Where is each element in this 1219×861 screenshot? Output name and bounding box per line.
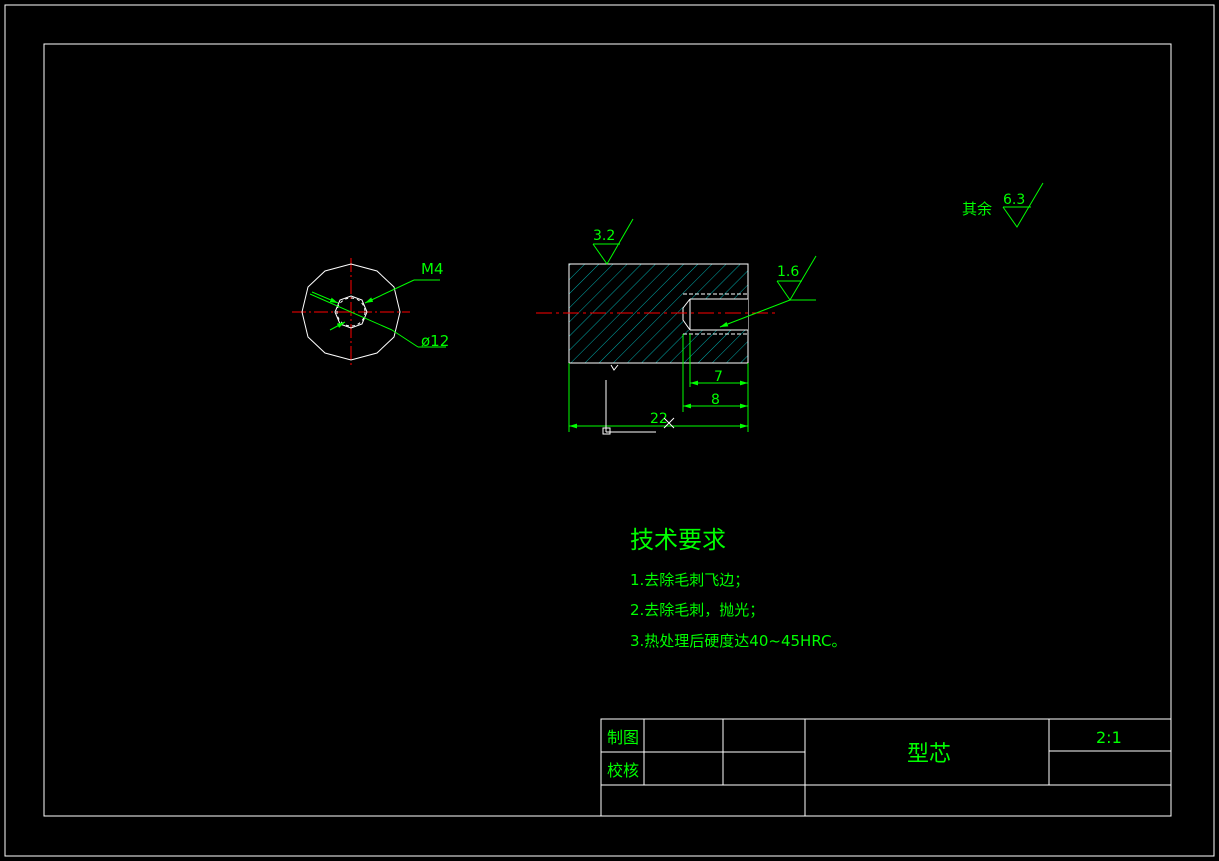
section-view: 3.2 1.6 7 8 22 bbox=[536, 218, 817, 435]
dimension-7-label: 7 bbox=[714, 369, 723, 385]
surface-finish-other-value: 6.3 bbox=[1003, 192, 1025, 208]
surface-finish-bore-value: 1.6 bbox=[777, 264, 799, 280]
drawing-frame bbox=[43, 43, 1172, 817]
tech-requirement-item: 1.去除毛刺飞边； bbox=[630, 571, 749, 589]
surface-finish-other-label: 其余 bbox=[962, 200, 992, 218]
diameter-dimension-label: ø12 bbox=[421, 332, 449, 350]
thread-dimension-label: M4 bbox=[421, 260, 444, 278]
surface-finish-top-value: 3.2 bbox=[593, 228, 615, 244]
checked-by-label: 校核 bbox=[607, 761, 639, 780]
outer-diameter-outline bbox=[301, 263, 401, 361]
outer-border bbox=[4, 4, 1215, 857]
tech-requirements-title: 技术要求 bbox=[630, 526, 726, 554]
part-name: 型芯 bbox=[907, 742, 951, 767]
title-block: 制图 校核 型芯 2:1 bbox=[600, 718, 1172, 817]
dimension-22-label: 22 bbox=[650, 411, 668, 427]
surface-finish-other: 其余 6.3 bbox=[962, 182, 1044, 228]
end-view: M4 ø12 bbox=[292, 258, 449, 366]
technical-requirements: 技术要求 1.去除毛刺飞边； 2.去除毛刺，抛光； 3.热处理后硬度达40~45… bbox=[630, 526, 846, 650]
scale-value: 2:1 bbox=[1096, 728, 1122, 747]
thread-hole-outline bbox=[334, 295, 368, 329]
tech-requirement-item: 2.去除毛刺，抛光； bbox=[630, 601, 764, 619]
tech-requirement-item: 3.热处理后硬度达40~45HRC。 bbox=[630, 632, 846, 650]
drawn-by-label: 制图 bbox=[607, 728, 639, 747]
dimension-8-label: 8 bbox=[711, 392, 720, 408]
